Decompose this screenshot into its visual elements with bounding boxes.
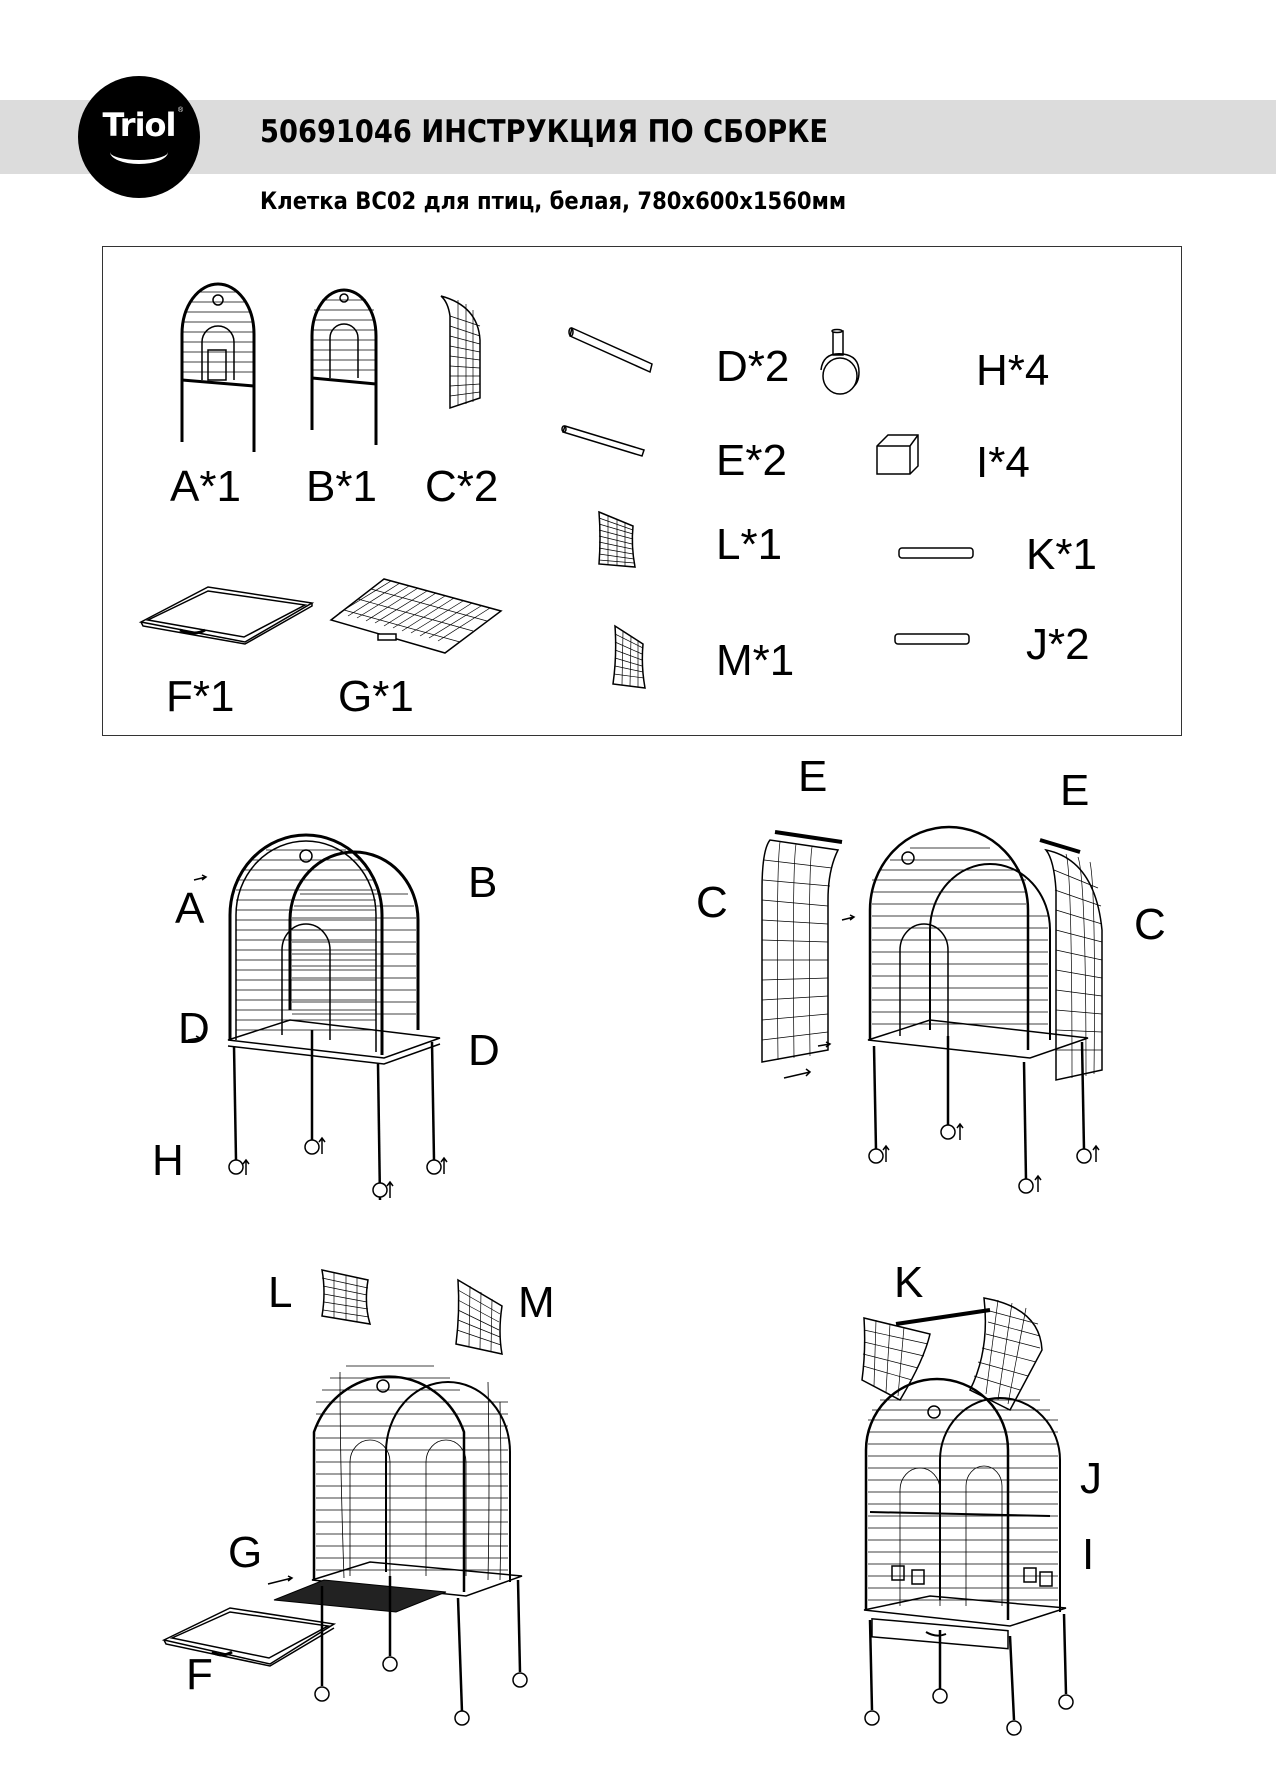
part-label-e: E*2 — [716, 436, 787, 485]
logo-smile-icon — [110, 140, 168, 164]
part-label-f: F*1 — [166, 672, 235, 721]
step-2-label-e-left: E — [798, 752, 828, 801]
header-band — [0, 100, 1276, 174]
step-1-label-h: H — [152, 1136, 184, 1185]
part-label-c: C*2 — [425, 462, 499, 511]
part-e-top-bar-icon — [561, 425, 645, 457]
step-4-label-j: J — [1080, 1454, 1102, 1503]
part-h-caster-wheel-icon — [820, 328, 860, 395]
part-i-feeder-cup-icon — [876, 434, 919, 475]
step-3-label-l: L — [268, 1268, 293, 1317]
part-l-roof-panel-icon — [598, 510, 636, 568]
part-label-a: A*1 — [170, 462, 241, 511]
step-3-tray-grid-roof-illustration — [161, 1269, 528, 1726]
part-c-side-panel-icon — [440, 295, 481, 410]
part-k-roof-rod-icon — [898, 547, 974, 559]
parts-list-box — [102, 246, 1182, 736]
triol-logo: Triol ® — [78, 76, 200, 198]
step-1-frame-assembly-illustration — [187, 833, 448, 1201]
part-j-perch-icon — [894, 633, 970, 645]
step-1-label-b: B — [468, 858, 498, 907]
step-2-side-panels-illustration — [761, 825, 1103, 1194]
step-4-label-i: I — [1082, 1530, 1095, 1579]
part-label-m: M*1 — [716, 636, 795, 685]
step-4-label-k: K — [894, 1258, 924, 1307]
logo-text: Triol — [102, 106, 176, 144]
step-3-label-m: M — [518, 1278, 555, 1327]
step-2-label-c-left: C — [696, 878, 728, 927]
step-3-label-g: G — [228, 1528, 263, 1577]
page-title: 50691046 ИНСТРУКЦИЯ ПО СБОРКЕ — [260, 114, 829, 150]
step-1-label-d-right: D — [468, 1026, 500, 1075]
step-2-label-c-right: C — [1134, 900, 1166, 949]
part-label-d: D*2 — [716, 342, 790, 391]
part-b-back-panel-icon — [310, 288, 378, 445]
part-label-j: J*2 — [1026, 620, 1090, 669]
part-m-roof-panel-icon — [612, 624, 646, 689]
part-label-h: H*4 — [976, 346, 1050, 395]
part-label-l: L*1 — [716, 520, 783, 569]
step-2-label-e-right: E — [1060, 766, 1090, 815]
step-1-label-a: A — [175, 884, 205, 933]
step-3-label-f: F — [186, 1650, 213, 1699]
part-label-g: G*1 — [338, 672, 414, 721]
part-d-bottom-bar-icon — [568, 326, 653, 374]
step-1-label-d-left: D — [178, 1004, 210, 1053]
step-4-roof-perch-feeder-illustration — [861, 1297, 1074, 1736]
logo-registered-mark: ® — [178, 107, 184, 114]
part-label-k: K*1 — [1026, 530, 1097, 579]
part-a-front-panel-icon — [180, 282, 256, 452]
page-subtitle: Клетка BC02 для птиц, белая, 780x600x156… — [260, 187, 847, 215]
part-label-b: B*1 — [306, 462, 377, 511]
part-label-i: I*4 — [976, 438, 1030, 487]
part-g-floor-grid-icon — [329, 578, 503, 654]
part-f-tray-icon — [138, 586, 315, 645]
